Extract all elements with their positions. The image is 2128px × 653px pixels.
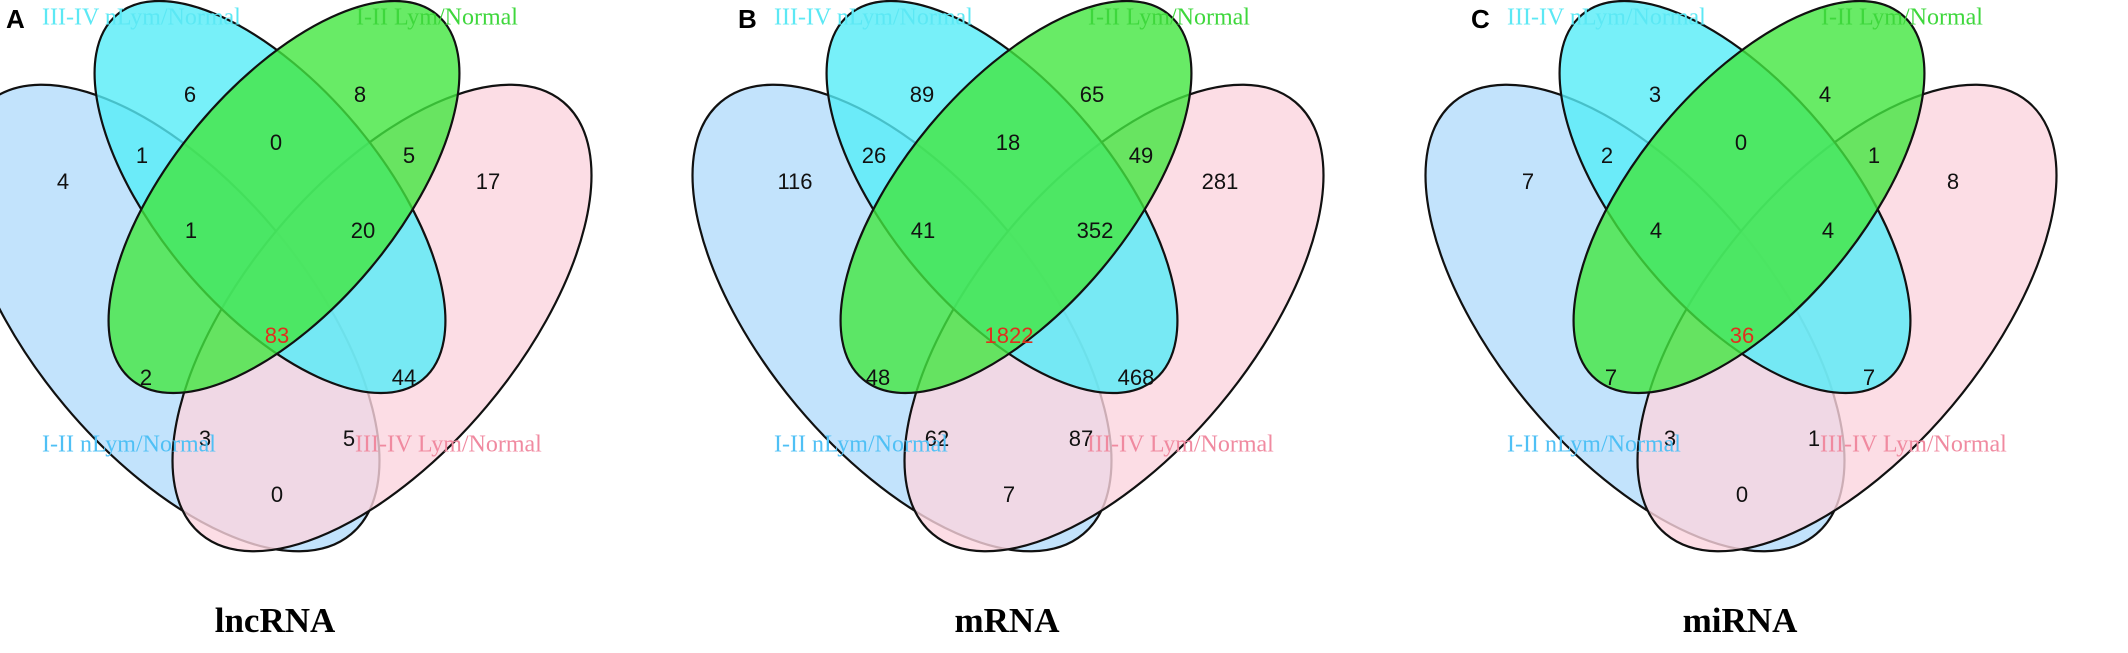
set-label-iii-iv-lym: III-IV Lym/Normal (1820, 432, 2007, 458)
set-label-i-ii-lym: I-II Lym/Normal (1821, 5, 1983, 31)
count-i-ii-nlym-i-ii-lym-iii-iv-lym: 3 (199, 426, 211, 451)
set-label-iii-iv-nlym: III-IV nLym/Normal (1507, 5, 1706, 31)
count-only-iii-iv-nlym: 89 (910, 82, 934, 107)
count-i-ii-nlym-iii-iv-nlym-i-ii-lym: 41 (911, 218, 935, 243)
count-i-ii-nlym-iii-iv-nlym-iii-iv-lym: 87 (1069, 426, 1093, 451)
set-label-i-ii-nlym: I-II nLym/Normal (1507, 432, 1681, 458)
count-iii-iv-nlym-i-ii-lym: 18 (996, 130, 1020, 155)
count-i-ii-nlym-i-ii-lym-iii-iv-lym: 62 (925, 426, 949, 451)
count-iii-iv-nlym-iii-iv-lym: 7 (1863, 365, 1875, 390)
count-i-ii-nlym-iii-iv-nlym: 1 (136, 143, 148, 168)
count-only-i-ii-nlym: 7 (1522, 169, 1534, 194)
count-i-ii-nlym-iii-iv-lym: 7 (1003, 482, 1015, 507)
panel-title: lncRNA (215, 601, 336, 640)
count-only-i-ii-lym: 8 (354, 82, 366, 107)
count-only-iii-iv-lym: 281 (1202, 169, 1239, 194)
count-all-four: 1822 (985, 323, 1034, 348)
ellipse-set-i-ii-lym (1572, 0, 1926, 395)
count-iii-iv-nlym-iii-iv-lym: 44 (392, 365, 416, 390)
count-only-iii-iv-lym: 17 (476, 169, 500, 194)
venn-panel-c: 7 3 4 8 2 0 1 4 4 36 7 7 3 1 0 III-IV nLym/Normal I-II L… (1424, 0, 2058, 640)
panel-letter: C (1471, 4, 1490, 34)
set-label-i-ii-lym: I-II Lym/Normal (356, 5, 518, 31)
count-only-iii-iv-lym: 8 (1947, 169, 1959, 194)
panel-title: mRNA (955, 601, 1061, 640)
count-iii-iv-nlym-i-ii-lym-iii-iv-lym: 20 (351, 218, 375, 243)
count-all-four: 83 (265, 323, 289, 348)
count-iii-iv-nlym-i-ii-lym: 0 (1735, 130, 1747, 155)
ellipse-set-i-ii-lym (839, 0, 1193, 395)
count-i-ii-nlym-iii-iv-lym: 0 (1736, 482, 1748, 507)
count-i-ii-nlym-i-ii-lym: 7 (1605, 365, 1617, 390)
set-label-i-ii-lym: I-II Lym/Normal (1088, 5, 1250, 31)
count-only-iii-iv-nlym: 3 (1649, 82, 1661, 107)
count-i-ii-nlym-iii-iv-lym: 0 (271, 482, 283, 507)
count-i-ii-nlym-iii-iv-nlym-iii-iv-lym: 1 (1808, 426, 1820, 451)
panel-letter: A (6, 4, 25, 34)
count-iii-iv-nlym-iii-iv-lym: 468 (1118, 365, 1155, 390)
count-i-ii-nlym-iii-iv-nlym: 2 (1601, 143, 1613, 168)
set-label-iii-iv-lym: III-IV Lym/Normal (1087, 432, 1274, 458)
count-i-ii-nlym-i-ii-lym: 2 (140, 365, 152, 390)
count-only-i-ii-nlym: 4 (57, 169, 69, 194)
count-only-i-ii-lym: 65 (1080, 82, 1104, 107)
count-iii-iv-nlym-i-ii-lym-iii-iv-lym: 4 (1822, 218, 1834, 243)
venn-panel-b: 116 89 65 281 26 18 49 41 352 1822 48 468 62 87 7 III-I… (691, 0, 1325, 640)
count-all-four: 36 (1730, 323, 1754, 348)
count-only-i-ii-lym: 4 (1819, 82, 1831, 107)
panel-letter: B (738, 4, 757, 34)
count-i-ii-lym-iii-iv-lym: 49 (1129, 143, 1153, 168)
set-label-i-ii-nlym: I-II nLym/Normal (42, 432, 216, 458)
set-label-i-ii-nlym: I-II nLym/Normal (774, 432, 948, 458)
count-i-ii-nlym-i-ii-lym-iii-iv-lym: 3 (1664, 426, 1676, 451)
count-i-ii-nlym-iii-iv-nlym-i-ii-lym: 1 (185, 218, 197, 243)
count-only-iii-iv-nlym: 6 (184, 82, 196, 107)
set-label-iii-iv-nlym: III-IV nLym/Normal (774, 5, 973, 31)
ellipse-set-i-ii-lym (107, 0, 461, 395)
panel-title: miRNA (1683, 601, 1798, 640)
count-i-ii-nlym-iii-iv-nlym: 26 (862, 143, 886, 168)
count-i-ii-nlym-iii-iv-nlym-iii-iv-lym: 5 (343, 426, 355, 451)
set-label-iii-iv-lym: III-IV Lym/Normal (355, 432, 542, 458)
count-i-ii-nlym-i-ii-lym: 48 (866, 365, 890, 390)
count-i-ii-lym-iii-iv-lym: 5 (403, 143, 415, 168)
set-label-iii-iv-nlym: III-IV nLym/Normal (42, 5, 241, 31)
count-i-ii-lym-iii-iv-lym: 1 (1868, 143, 1880, 168)
count-iii-iv-nlym-i-ii-lym: 0 (270, 130, 282, 155)
count-only-i-ii-nlym: 116 (777, 169, 812, 194)
count-i-ii-nlym-iii-iv-nlym-i-ii-lym: 4 (1650, 218, 1662, 243)
count-iii-iv-nlym-i-ii-lym-iii-iv-lym: 352 (1077, 218, 1114, 243)
